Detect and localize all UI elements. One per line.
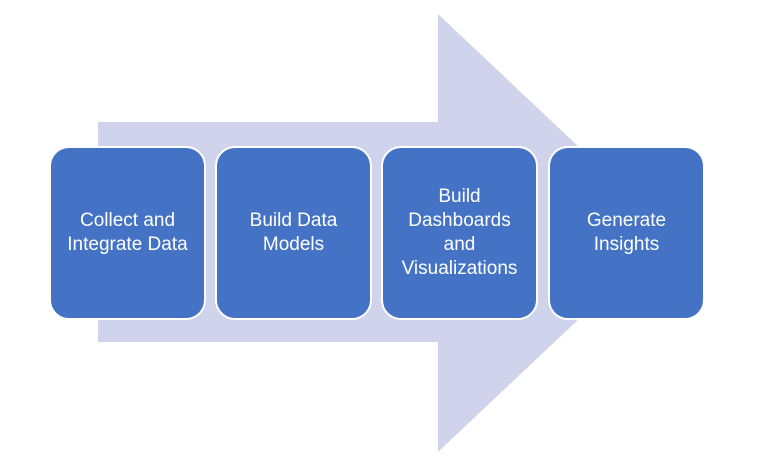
step-label: Build Data Models xyxy=(249,210,338,255)
step-box-1: Collect and Integrate Data xyxy=(49,146,206,320)
step-label: Build Dashboards and Visualizations xyxy=(401,186,518,279)
step-label: Generate Insights xyxy=(586,210,667,255)
step-box-3: Build Dashboards and Visualizations xyxy=(381,146,538,320)
step-label: Collect and Integrate Data xyxy=(67,210,188,255)
step-box-2: Build Data Models xyxy=(215,146,372,320)
step-box-4: Generate Insights xyxy=(548,146,705,320)
